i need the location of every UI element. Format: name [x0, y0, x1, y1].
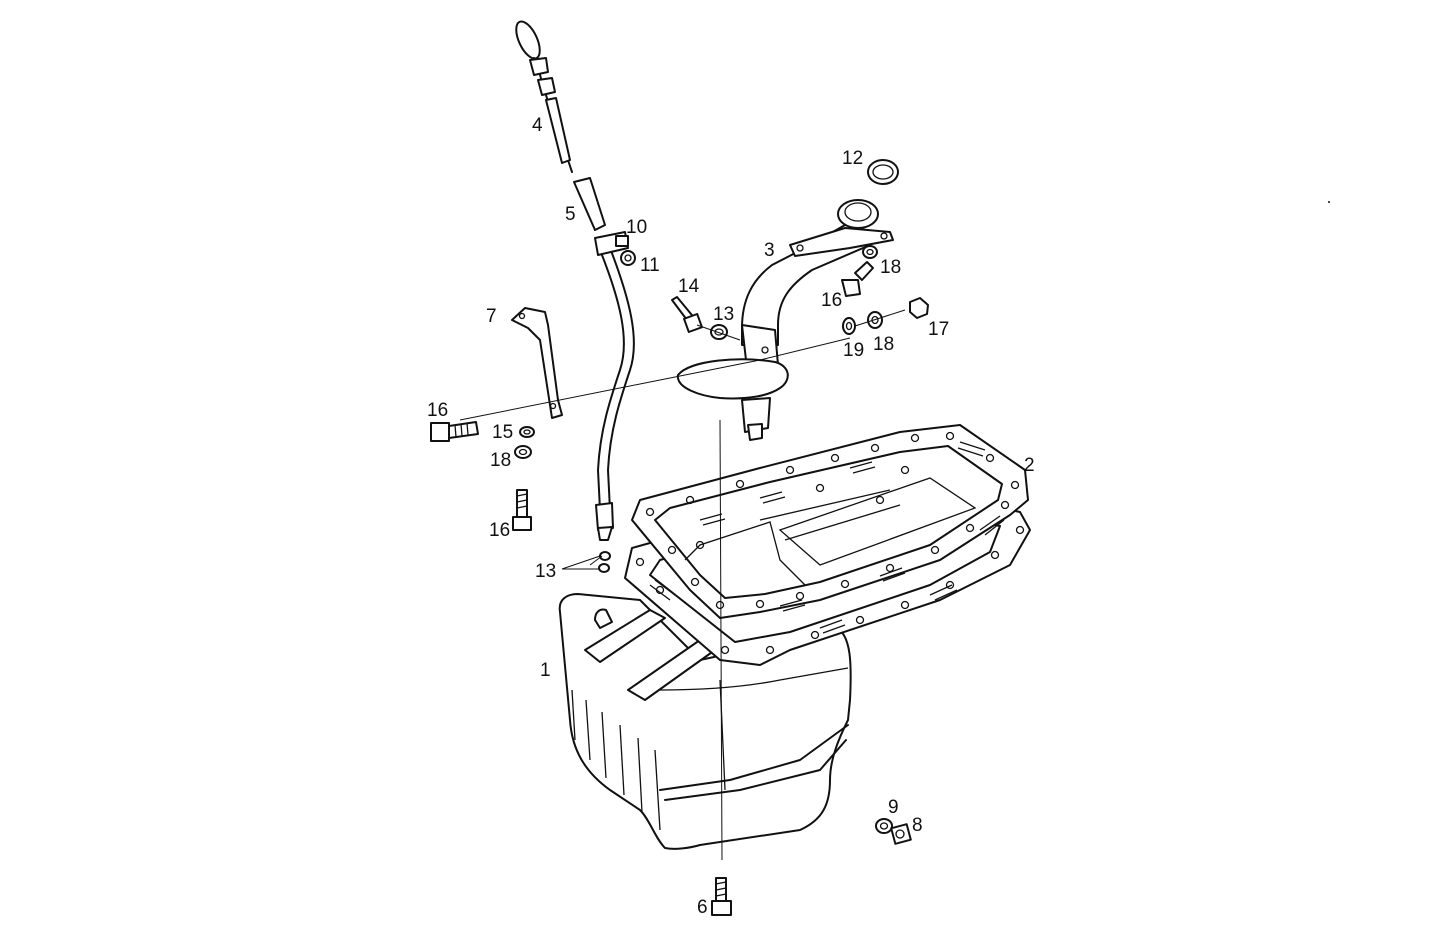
callout-14: 14	[678, 276, 700, 297]
oil-pan-gasket	[624, 424, 1031, 666]
clamp	[615, 235, 629, 247]
callout-4: 4	[532, 115, 543, 136]
callout-13-lower: 13	[535, 561, 557, 582]
washer	[710, 324, 728, 340]
nut	[909, 297, 929, 319]
assembly-lines	[459, 309, 906, 861]
callout-10: 10	[626, 217, 648, 238]
callout-19: 19	[843, 340, 865, 361]
callout-16-upper: 16	[821, 290, 843, 311]
callout-18-mid: 18	[873, 334, 895, 355]
washer	[862, 245, 878, 259]
callout-1: 1	[540, 660, 551, 681]
nut	[620, 250, 636, 266]
callout-6: 6	[697, 897, 708, 918]
sealing-ring	[875, 818, 893, 834]
callout-15: 15	[492, 422, 514, 443]
callout-11: 11	[640, 255, 660, 276]
callout-18-upper: 18	[880, 257, 902, 278]
callout-7: 7	[486, 306, 497, 327]
bracket	[511, 307, 563, 419]
callout-2: 2	[1024, 455, 1035, 476]
dust-mark	[1328, 201, 1330, 203]
callout-13-upper: 13	[713, 304, 735, 325]
washer	[598, 551, 611, 573]
callout-16-lower: 16	[489, 520, 511, 541]
oil-filler-neck	[676, 199, 894, 441]
washer	[514, 445, 532, 459]
bolt	[841, 261, 874, 297]
callout-8: 8	[912, 815, 923, 836]
callout-12: 12	[842, 148, 864, 169]
o-ring	[867, 159, 899, 185]
bolt	[711, 877, 732, 916]
callout-16-left: 16	[427, 400, 449, 421]
oil-pan	[558, 541, 852, 850]
dipstick	[515, 20, 573, 173]
callout-17: 17	[928, 319, 950, 340]
dipstick-tube	[573, 177, 635, 541]
callout-18-left: 18	[490, 450, 512, 471]
callout-3: 3	[764, 240, 775, 261]
callout-9: 9	[888, 797, 899, 818]
bolt	[671, 296, 703, 333]
drain-plug	[890, 823, 912, 845]
bolt	[430, 421, 479, 442]
washer	[519, 426, 535, 438]
bolt	[512, 489, 532, 531]
callout-5: 5	[565, 204, 576, 225]
washer	[842, 317, 856, 335]
